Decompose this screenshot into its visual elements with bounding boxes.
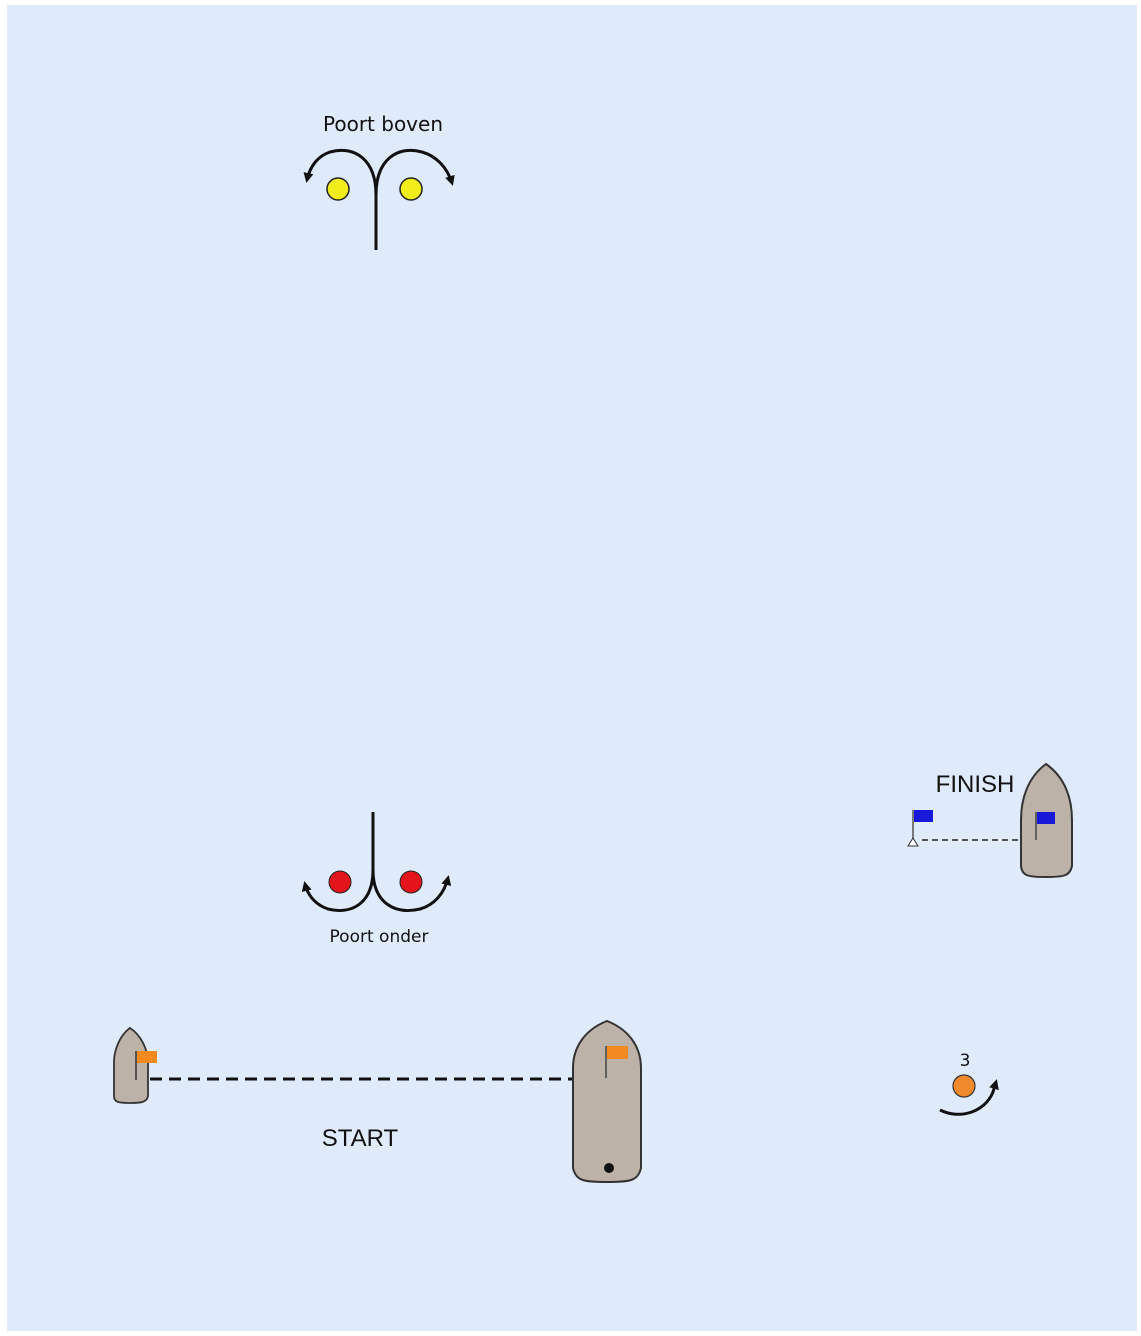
red-buoy-icon [328, 870, 352, 894]
gate-top-label: Poort boven [323, 112, 443, 136]
start-label: START [322, 1125, 399, 1152]
boat-icon [113, 1026, 149, 1104]
gate-bottom-arrows [301, 812, 452, 912]
orange-flag-icon [137, 1051, 157, 1063]
blue-flag-icon [1037, 812, 1055, 824]
orange-flag-icon [607, 1046, 628, 1059]
start-committee-boat [572, 1019, 642, 1184]
yellow-buoy-icon [399, 177, 423, 201]
finish-label: FINISH [936, 771, 1015, 798]
yellow-buoy-icon [326, 177, 350, 201]
finish-boat [1020, 762, 1073, 879]
orange-buoy-icon [952, 1074, 976, 1098]
gate-bottom-label: Poort onder [330, 927, 429, 947]
start-pin-boat [113, 1026, 157, 1104]
curved-arrow-icon [939, 1079, 999, 1116]
red-buoy-icon [399, 870, 423, 894]
blue-flag-icon [914, 810, 933, 822]
gate-top-arrows [303, 148, 455, 250]
mark-3-number: 3 [960, 1051, 971, 1071]
boat-icon [572, 1019, 642, 1184]
finish-pin-flag [907, 810, 933, 847]
